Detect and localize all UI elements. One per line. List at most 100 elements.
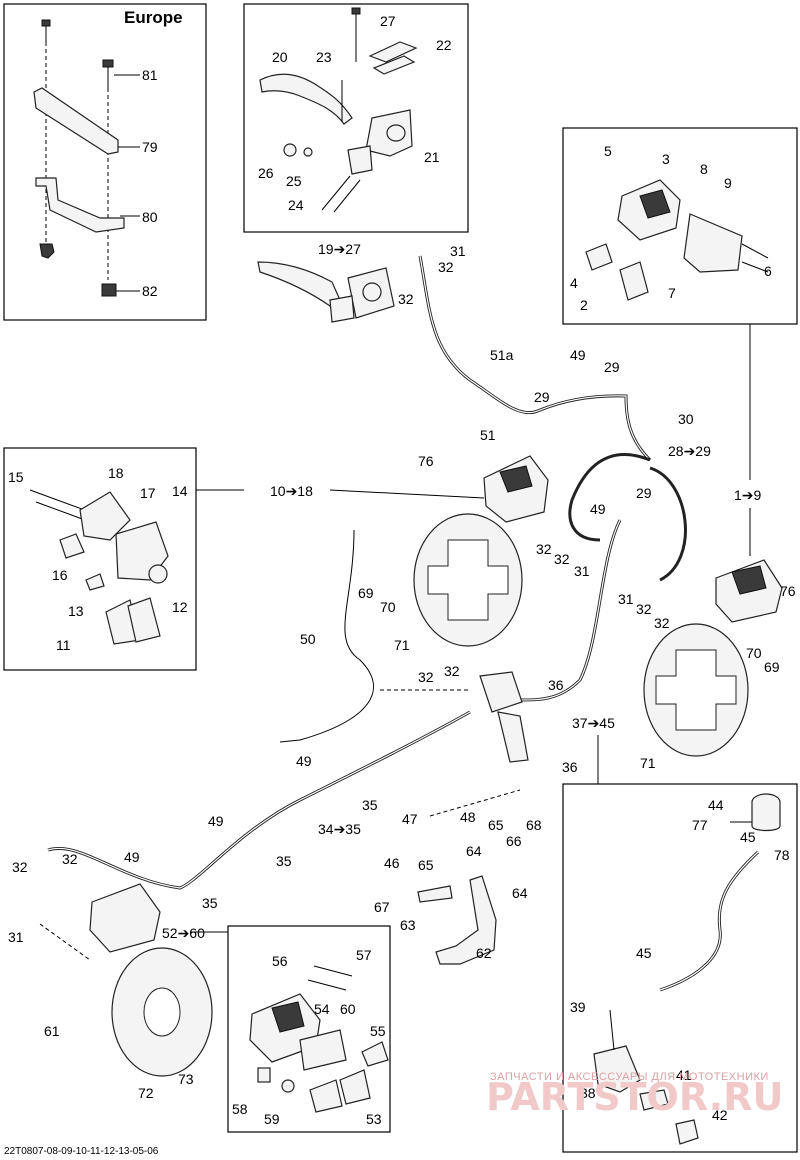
part-label: 17: [140, 485, 156, 501]
part-label: 64: [466, 843, 482, 859]
part-label: 36: [548, 677, 564, 693]
part-label: 65: [418, 857, 434, 873]
part-label: 55: [370, 1023, 386, 1039]
part-label: 23: [316, 49, 332, 65]
part-label: 6: [764, 263, 772, 279]
part-label: 49: [570, 347, 586, 363]
part-label: 13: [68, 603, 84, 619]
part-label: 63: [400, 917, 416, 933]
part-label: 68: [526, 817, 542, 833]
rear-master-cylinder-frame: [562, 783, 798, 1153]
part-label: 4: [570, 275, 578, 291]
part-label: 37➔45: [572, 715, 615, 731]
part-label: 32: [654, 615, 670, 631]
rear-caliper-and-disc: [89, 883, 213, 1077]
part-label: 61: [44, 1023, 60, 1039]
part-label: 30: [678, 411, 694, 427]
part-label: 27: [380, 13, 396, 29]
part-label: 18: [108, 465, 124, 481]
part-label: 14: [172, 483, 188, 499]
part-label: 69: [764, 659, 780, 675]
part-label: 49: [590, 501, 606, 517]
part-label: 76: [780, 583, 796, 599]
part-label: 41: [676, 1067, 692, 1083]
part-label: 65: [488, 817, 504, 833]
part-label: 42: [712, 1107, 728, 1123]
front-left-caliper-kit-frame: [3, 447, 197, 671]
part-label: 31: [618, 591, 634, 607]
part-label: 32: [418, 669, 434, 685]
part-label: 81: [142, 67, 158, 83]
part-label: 32: [438, 259, 454, 275]
front-right-disc: [413, 513, 523, 647]
brake-pedal: [417, 875, 497, 965]
part-label: 28➔29: [668, 443, 711, 459]
part-label: 29: [636, 485, 652, 501]
front-left-caliper: [715, 559, 783, 623]
part-label: 66: [506, 833, 522, 849]
part-label: 39: [570, 999, 586, 1015]
part-label: 49: [124, 849, 140, 865]
part-label: 51a: [490, 347, 514, 363]
part-label: 32: [444, 663, 460, 679]
part-label: 52➔60: [162, 925, 205, 941]
part-label: 9: [724, 175, 732, 191]
part-label: 25: [286, 173, 302, 189]
part-label: 77: [692, 817, 708, 833]
part-label: 76: [418, 453, 434, 469]
part-label: 2: [580, 297, 588, 313]
part-label: 7: [668, 285, 676, 301]
part-label: 50: [300, 631, 316, 647]
part-label: 12: [172, 599, 188, 615]
part-label: 51: [480, 427, 496, 443]
lever-master-cylinder-assembly: [257, 261, 395, 323]
part-label: 56: [272, 953, 288, 969]
part-label: 64: [512, 885, 528, 901]
part-label: 71: [640, 755, 656, 771]
part-label: 72: [138, 1085, 154, 1101]
part-label: 29: [534, 389, 550, 405]
part-label: 38: [580, 1085, 596, 1101]
part-label: 70: [380, 599, 396, 615]
part-label: 26: [258, 165, 274, 181]
part-label: 71: [394, 637, 410, 653]
part-label: 32: [62, 851, 78, 867]
part-label: 82: [142, 283, 158, 299]
leader-lines: [39, 324, 751, 961]
part-label: 24: [288, 197, 304, 213]
part-label: 19➔27: [318, 241, 361, 257]
part-label: 60: [340, 1001, 356, 1017]
part-label: 58: [232, 1101, 248, 1117]
part-label: 35: [362, 797, 378, 813]
part-label: 46: [384, 855, 400, 871]
master-cylinder-frame: [243, 3, 469, 233]
part-label: 8: [700, 161, 708, 177]
front-right-caliper: [483, 455, 549, 523]
part-label: 10➔18: [270, 483, 313, 499]
part-label: 45: [636, 945, 652, 961]
part-label: 22: [436, 37, 452, 53]
part-label: 49: [208, 813, 224, 829]
part-label: 31: [450, 243, 466, 259]
part-label: 78: [774, 847, 790, 863]
brake-lines: [47, 255, 687, 890]
part-label: 70: [746, 645, 762, 661]
part-label: 15: [8, 469, 24, 485]
europe-bracket-frame: Europe: [3, 3, 207, 321]
part-label: 31: [574, 563, 590, 579]
front-left-disc: [643, 623, 749, 757]
part-label: 73: [178, 1071, 194, 1087]
part-label: 21: [424, 149, 440, 165]
watermark-caption: ЗАПЧАСТИ И АКСЕССУАРЫ ДЛЯ МОТОТЕХНИКИ: [490, 1071, 769, 1083]
part-number-labels: 81 79 80 82 27 22 20 23 21 26 25 24 19➔2…: [8, 13, 796, 1127]
watermark-logo: PARTSTOR.RU: [486, 1075, 783, 1119]
part-label: 3: [662, 151, 670, 167]
part-label: 36: [562, 759, 578, 775]
part-label: 62: [476, 945, 492, 961]
part-label: 49: [296, 753, 312, 769]
rear-caliper-kit-frame: [562, 127, 798, 325]
part-label: 31: [8, 929, 24, 945]
part-label: 79: [142, 139, 158, 155]
part-label: 32: [554, 551, 570, 567]
watermark: ЗАПЧАСТИ И АКСЕССУАРЫ ДЛЯ МОТОТЕХНИКИ PA…: [486, 1071, 783, 1119]
